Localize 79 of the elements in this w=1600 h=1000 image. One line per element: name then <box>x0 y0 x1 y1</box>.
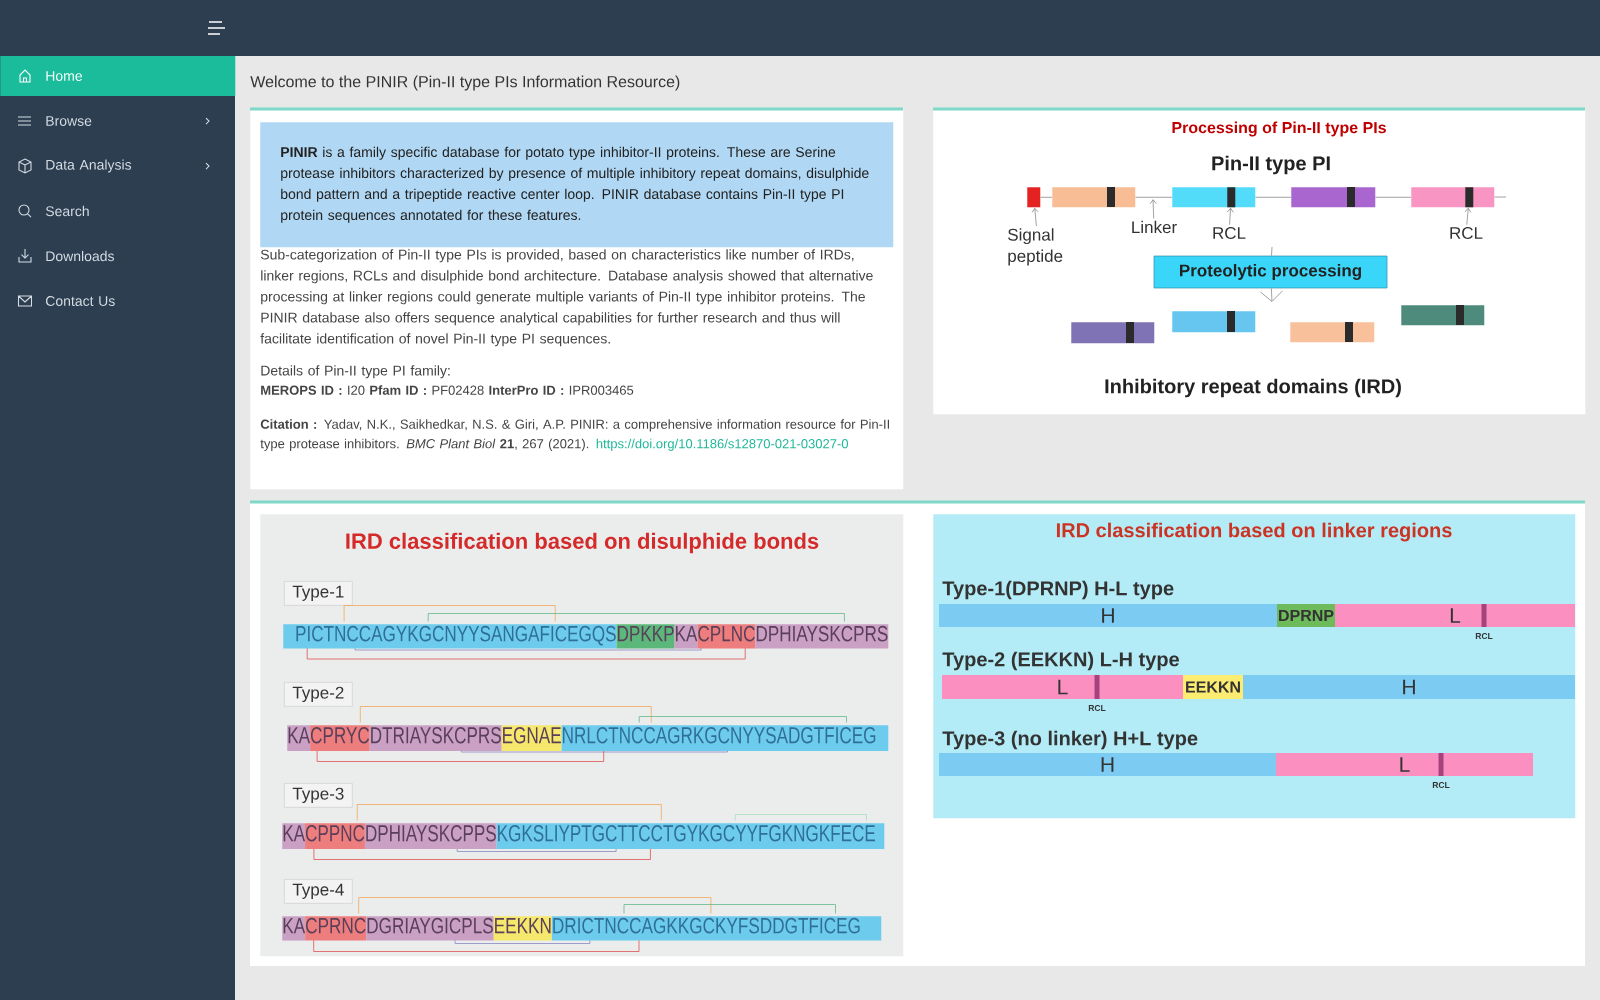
backbone-line <box>1255 196 1292 198</box>
domain-segment: L <box>1335 604 1575 627</box>
id-list: MEROPS ID : I20 Pfam ID : PF02428 InterPro ID : IPR003465 <box>261 385 634 395</box>
leader-arrow <box>1149 199 1157 219</box>
backbone-line <box>1375 196 1412 198</box>
domain-segment: H <box>939 604 1277 627</box>
menu-item: Data Analysis <box>46 159 132 173</box>
sequence-segment: EEKKN <box>493 916 552 941</box>
domain-segment: H <box>939 753 1276 776</box>
domain-bar <box>1172 311 1256 333</box>
domains-label: Inhibitory repeat domains (IRD) <box>1105 378 1401 398</box>
domain-bar <box>1401 305 1485 326</box>
backbone-line <box>1135 196 1173 198</box>
sequence-segment: NRLCTNCCAGRKGCNYYSADGTFICEG <box>561 725 889 751</box>
backbone-line <box>1040 196 1053 198</box>
annotation-label: Signal peptide <box>1008 228 1063 266</box>
signal-peptide-bar <box>1027 187 1041 208</box>
domain-bar <box>1290 322 1375 343</box>
linker-segment: DPRNP <box>1277 604 1335 627</box>
panel-title: IRD classification based on disulphide bonds <box>346 532 819 554</box>
domain-segment: H <box>1243 675 1575 699</box>
citation: Citation : Yadav, N.K., Saikhedkar, N.S. & Giri, A.P. PINIR: a comprehensive information resource for Pin-II type protease inhibitors. BMC Plant Biol 21, 267 (2021). https://doi.org/10.1186/s12870-021-03027-0 <box>260 419 889 451</box>
leader-arrow <box>1226 207 1234 226</box>
sequence-segment: DPHIAYSKCPPS <box>364 823 497 849</box>
annotation-label: RCL <box>1450 227 1483 239</box>
sequence-segment: CPPNC <box>305 823 365 849</box>
menu-item: Contact Us <box>46 296 115 306</box>
protein-label: Pin-II type PI <box>1212 155 1330 175</box>
sequence-segment: DGRIAYGICPLS <box>366 916 494 941</box>
diagram-heading: Processing of Pin-II type PIs <box>1172 121 1386 137</box>
sequence-segment: CPLNC <box>697 624 756 649</box>
menu-item: Browse <box>46 116 92 126</box>
link: https://doi.org/10.1186/s12870-021-03027-0 <box>596 438 849 451</box>
menu-item: Home <box>0 56 236 96</box>
process-box: Proteolytic processing <box>1153 255 1388 289</box>
details-heading: Details of Pin-II type PI family: <box>261 365 450 379</box>
leader-arrow <box>1031 207 1039 227</box>
sequence-segment: EGNAE <box>501 725 562 751</box>
sequence-segment: KA <box>282 916 306 941</box>
sequence-segment: DRICTNCCAGKKGCKYFSDDGTFICEG <box>551 916 882 941</box>
domain-bar <box>1291 187 1376 208</box>
type-label-box: Type-4 <box>284 879 353 904</box>
sequence-segment: KA <box>287 725 311 751</box>
type-heading: Type-2 (EEKKN) L-H type <box>942 651 1179 671</box>
domain-bar <box>1411 187 1495 208</box>
sequence-segment: KGKSLIYPTGCTTCCTGYKGCYYFGKNGKFECE <box>496 823 885 849</box>
page-title: Welcome to the PINIR (Pin-II type PIs Information Resource) <box>250 75 680 91</box>
rcl-label: RCL <box>1088 705 1106 711</box>
menu-item: Search <box>45 205 89 217</box>
type-heading: Type-1(DPRNP) H-L type <box>942 580 1174 600</box>
sequence-segment: CPRYC <box>310 725 370 751</box>
linker-segment: EEKKN <box>1183 675 1243 699</box>
menu-item: Downloads <box>46 250 114 262</box>
leader-arrow <box>1464 207 1472 226</box>
rcl-label: RCL <box>1432 782 1450 788</box>
sequence-segment: KA <box>674 624 698 649</box>
annotation-label: Linker <box>1132 220 1177 234</box>
domain-bar <box>1052 187 1136 208</box>
paragraph: Sub-categorization of Pin-II type PIs is provided, based on characteristics like number of IRDs, linker regions, RCLs and disulphide bond architecture. Database analysis showed that alternative processing at linker regions could generate multiple variants of Pin-II type inhibitor proteins. The PINIR database also offers sequence analytical capabilities for further research and thus will facilitate identification of novel Pin-II type PI sequences. <box>260 249 873 347</box>
sequence-segment: DTRIAYSKCPRS <box>369 725 502 751</box>
info-box: PINIR is a family specific database for potato type inhibitor-II proteins. These are Serine protease inhibitors characterized by presence of multiple inhibitory repeat domains, disulphide bond pattern and a tripeptide reactive center loop. PINIR database contains Pin-II type PI protein sequences annotated for these features. <box>260 122 894 248</box>
type-label-box: Type-1 <box>284 581 353 606</box>
sequence-segment: CPRNC <box>305 916 367 941</box>
type-label-box: Type-3 <box>284 783 353 808</box>
domain-segment: L <box>942 675 1183 699</box>
domain-bar <box>1071 322 1155 344</box>
rcl-mark <box>1465 187 1474 208</box>
sequence-segment: PICTNCCAGYKGCNYYSANGAFICEGQS <box>283 624 617 649</box>
backbone-line <box>1494 196 1507 198</box>
sequence-segment: DPKKP <box>616 624 675 649</box>
domain-segment: L <box>1276 753 1533 776</box>
type-heading: Type-3 (no linker) H+L type <box>942 730 1198 750</box>
panel-title: IRD classification based on linker regions <box>1056 522 1452 542</box>
rcl-label: RCL <box>1475 633 1493 639</box>
domain-bar <box>1172 187 1256 208</box>
sequence-segment: DPHIAYSKCPRS <box>755 624 889 649</box>
rcl-mark <box>1227 187 1236 208</box>
type-label-box: Type-2 <box>284 682 353 707</box>
annotation-label: RCL <box>1213 227 1246 239</box>
